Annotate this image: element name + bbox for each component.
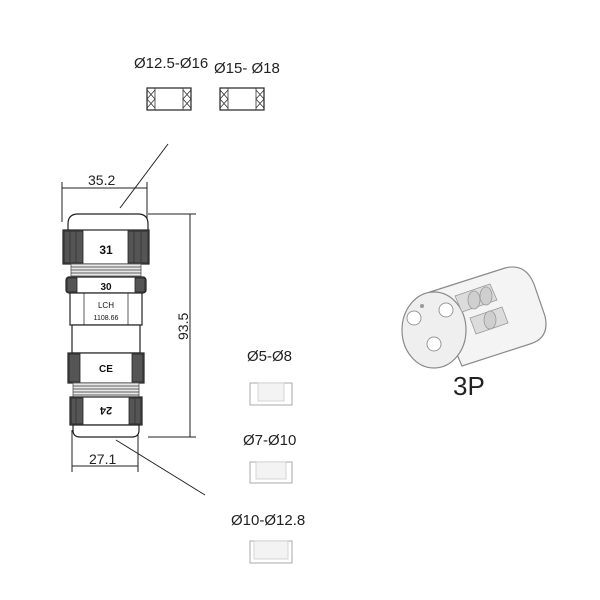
leader-line-bottom: [115, 439, 206, 496]
leader-line-top: [119, 143, 169, 209]
seal-ring-large-2: Ø15- Ø18: [214, 60, 280, 111]
seal-ring-large-1: Ø12.5-Ø16: [134, 55, 208, 111]
insert-3p-illustration: 3P: [401, 266, 547, 401]
seal-ring-small-3: Ø10-Ø12.8: [231, 512, 305, 564]
dimension-label-27-1: 27.1: [89, 451, 116, 467]
seal-label-12-5-16: Ø12.5-Ø16: [134, 55, 208, 72]
bottom-nut-size: 24: [99, 404, 112, 416]
model-number: 1108.66: [94, 315, 119, 322]
dimension-height: 93.5: [148, 213, 196, 438]
mid-nut-size: 30: [100, 282, 112, 293]
pin-count-label: 3P: [453, 371, 485, 401]
brand-mark: LCH: [98, 301, 114, 310]
seal-ring-small-2: Ø7-Ø10: [243, 432, 296, 484]
dimension-bottom-width: 27.1: [71, 430, 139, 472]
top-nut-size: 31: [99, 243, 113, 257]
ce-mark: CE: [99, 364, 113, 375]
dimension-label-93-5: 93.5: [175, 313, 191, 340]
seal-ring-small-1: Ø5-Ø8: [247, 348, 293, 406]
seal-label-15-18: Ø15- Ø18: [214, 60, 280, 77]
connector-drawing: 31 30 LCH 1108.66 CE 24: [62, 213, 150, 438]
dimension-top-width: 35.2: [61, 172, 148, 222]
dimension-label-35-2: 35.2: [88, 172, 115, 188]
seal-label-5-8: Ø5-Ø8: [247, 348, 292, 365]
seal-label-10-12-8: Ø10-Ø12.8: [231, 512, 305, 529]
seal-label-7-10: Ø7-Ø10: [243, 432, 296, 449]
